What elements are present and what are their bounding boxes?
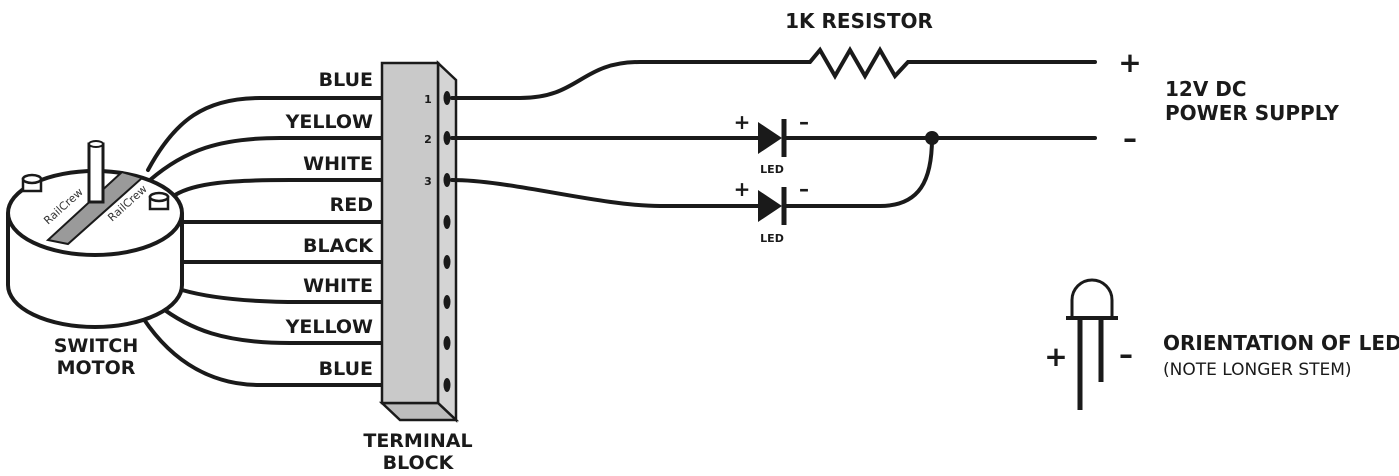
motor-label-line2: MOTOR [57, 357, 136, 379]
wire-label-6: WHITE [303, 275, 373, 297]
wire-label-2: YELLOW [285, 111, 373, 133]
terminal-label-line1: TERMINAL [363, 430, 472, 452]
terminal-label-line2: BLOCK [383, 452, 455, 474]
junction-dot [925, 131, 939, 145]
power-minus-sign: – [1123, 122, 1137, 155]
orientation-note: (NOTE LONGER STEM) [1163, 360, 1352, 380]
switch-motor: RailCrew RailCrew SWITCH MOTOR [6, 140, 184, 379]
power-supply-label-line1: 12V DC [1165, 77, 1247, 101]
wire-label-1: BLUE [319, 69, 373, 91]
led-2-minus: – [799, 177, 809, 201]
wire-label-4: RED [330, 194, 373, 216]
motor-label-line1: SWITCH [54, 335, 139, 357]
wire-blue-bottom [136, 308, 384, 387]
led-orientation: + – ORIENTATION OF LED (NOTE LONGER STEM… [1044, 278, 1399, 410]
wire-white-top [173, 178, 384, 197]
circuit: 1K RESISTOR + – LED + – LED + – 12V DC P… [450, 9, 1339, 245]
orientation-minus-sign: – [1119, 338, 1133, 371]
wire-label-3: WHITE [303, 153, 373, 175]
motor-wires [136, 96, 384, 387]
led-1-plus: + [734, 110, 751, 134]
motor-post-left [21, 173, 43, 193]
motor-shaft [87, 140, 105, 204]
wire-yellow-bottom [156, 303, 384, 345]
wire-label-5: BLACK [303, 235, 374, 257]
wire-white-bottom [180, 288, 384, 304]
terminal-pin-3: 3 [424, 175, 432, 188]
power-supply: + – 12V DC POWER SUPPLY [1118, 46, 1339, 155]
wire-blue-top [146, 96, 384, 172]
wire-pin3-led2 [450, 178, 760, 208]
power-supply-label-line2: POWER SUPPLY [1165, 101, 1339, 125]
wire-label-7: YELLOW [285, 316, 373, 338]
terminal-pin-2: 2 [424, 133, 432, 146]
led-2-label: LED [760, 232, 784, 245]
terminal-block-side [436, 60, 458, 423]
terminal-pin-1: 1 [424, 93, 432, 106]
power-plus-sign: + [1118, 46, 1141, 79]
terminal-block: 1 2 3 TERMINAL BLOCK [363, 60, 473, 474]
wire-pin1-resistor [450, 45, 1097, 100]
terminal-screws [443, 91, 451, 392]
wire-label-8: BLUE [319, 358, 373, 380]
resistor-label: 1K RESISTOR [785, 9, 933, 33]
led-1: + – LED [734, 110, 809, 176]
orientation-title: ORIENTATION OF LED [1163, 331, 1399, 355]
terminal-block-front [380, 61, 440, 405]
wire-led2-junction [784, 136, 934, 208]
led-bulb-icon [1070, 278, 1114, 320]
motor-post-right [148, 191, 170, 211]
orientation-plus-sign: + [1044, 340, 1067, 373]
led-2: + – LED [734, 177, 809, 245]
led-2-plus: + [734, 177, 751, 201]
led-1-minus: – [799, 110, 809, 134]
wire-labels: BLUE YELLOW WHITE RED BLACK WHITE YELLOW… [285, 69, 375, 380]
led-1-label: LED [760, 163, 784, 176]
wire-yellow-top [148, 136, 384, 182]
